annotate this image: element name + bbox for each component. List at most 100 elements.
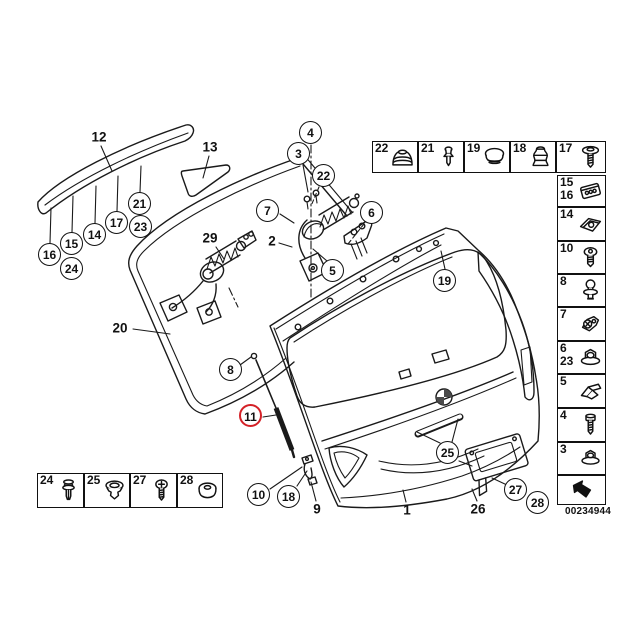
part-box-label: 23 xyxy=(560,354,574,368)
callout-22[interactable]: 22 xyxy=(312,164,335,187)
part-box-label: 3 xyxy=(560,442,567,456)
callout-10[interactable]: 10 xyxy=(247,483,270,506)
license-plate-bracket xyxy=(464,433,529,497)
part-box-label: 27 xyxy=(133,473,147,487)
expand-nut-icon xyxy=(101,477,128,504)
part-box-label: 8 xyxy=(560,274,567,288)
callout-14[interactable]: 14 xyxy=(83,223,106,246)
callout-21[interactable]: 21 xyxy=(128,192,151,215)
part-box-label: 22 xyxy=(375,141,389,155)
bracket-icon xyxy=(577,311,604,338)
spoiler-shape xyxy=(37,124,195,215)
clip-nut-icon xyxy=(577,211,604,238)
part-label-26: 26 xyxy=(470,501,486,517)
rear-window-aperture xyxy=(286,249,507,408)
callout-23[interactable]: 23 xyxy=(129,215,152,238)
bmw-roundel xyxy=(435,388,453,406)
part-box-label: 14 xyxy=(560,207,574,221)
callout-6[interactable]: 6 xyxy=(360,201,383,224)
part-label-13: 13 xyxy=(202,139,218,155)
part-box-3[interactable]: 3 xyxy=(557,442,606,475)
nav-arrow-box[interactable] xyxy=(557,475,606,505)
part-box-label: 5 xyxy=(560,374,567,388)
nut-washer-icon xyxy=(577,445,604,472)
part-box-14[interactable]: 14 xyxy=(557,207,606,241)
part-box-label: 17 xyxy=(559,141,573,155)
spring-clip-icon xyxy=(577,378,604,405)
part-label-20: 20 xyxy=(112,320,128,336)
flange-nut-icon xyxy=(577,344,604,371)
part-box-label: 18 xyxy=(513,141,527,155)
callout-24[interactable]: 24 xyxy=(60,257,83,280)
hook-item xyxy=(301,454,318,486)
part-box-label: 6 xyxy=(560,341,567,355)
part-box-19[interactable]: 19 xyxy=(464,141,510,173)
part-box-label: 15 xyxy=(560,175,574,189)
callout-16[interactable]: 16 xyxy=(38,243,61,266)
callout-5[interactable]: 5 xyxy=(321,259,344,282)
callout-4[interactable]: 4 xyxy=(299,121,322,144)
callout-28[interactable]: 28 xyxy=(526,491,549,514)
part-box-10[interactable]: 10 xyxy=(557,241,606,274)
buffer-ribbed-icon xyxy=(527,144,554,171)
part-box-18[interactable]: 18 xyxy=(510,141,556,173)
part-box-17[interactable]: 17 xyxy=(556,141,606,173)
part-box-label: 21 xyxy=(421,141,435,155)
part-box-label: 16 xyxy=(560,188,574,202)
part-box-label: 19 xyxy=(467,141,481,155)
part-box-4[interactable]: 4 xyxy=(557,408,606,442)
part-box-21[interactable]: 21 xyxy=(418,141,464,173)
callout-17[interactable]: 17 xyxy=(105,211,128,234)
left-hinge xyxy=(159,230,257,325)
screw-pan-icon xyxy=(577,244,604,271)
screw-washer-icon xyxy=(577,144,604,171)
callout-18[interactable]: 18 xyxy=(277,485,300,508)
taillight-cutout xyxy=(328,445,368,488)
drawing-number: 00234944 xyxy=(564,506,612,517)
part-box-label: 10 xyxy=(560,241,574,255)
part-box-7[interactable]: 7 xyxy=(557,307,606,341)
plug-icon xyxy=(481,144,508,171)
callout-3[interactable]: 3 xyxy=(287,142,310,165)
part-box-5[interactable]: 5 xyxy=(557,374,606,408)
part-box-label: 28 xyxy=(180,473,194,487)
part-box-label: 4 xyxy=(560,408,567,422)
part-label-1: 1 xyxy=(403,502,411,518)
cage-nut-icon xyxy=(577,178,604,205)
buffer-dome-icon xyxy=(389,144,416,171)
screw-cheese-icon xyxy=(577,412,604,439)
part-box-27[interactable]: 27 xyxy=(130,473,177,508)
part-box-label: 24 xyxy=(40,473,54,487)
part-box-22[interactable]: 22 xyxy=(372,141,418,173)
grommet-icon xyxy=(194,477,221,504)
leader-lines xyxy=(49,145,508,503)
part-box-8[interactable]: 8 xyxy=(557,274,606,307)
part-box-24[interactable]: 24 xyxy=(37,473,84,508)
ball-stud-icon xyxy=(577,277,604,304)
arrow-icon xyxy=(561,478,603,502)
part-box-25[interactable]: 25 xyxy=(84,473,130,508)
callout-7[interactable]: 7 xyxy=(256,199,279,222)
gas-strut xyxy=(250,352,296,459)
trim-strip-shape xyxy=(180,164,231,198)
expand-rivet-icon xyxy=(55,477,82,504)
part-label-9: 9 xyxy=(313,501,321,517)
callout-11[interactable]: 11 xyxy=(239,404,262,427)
callout-27[interactable]: 27 xyxy=(504,478,527,501)
callout-25[interactable]: 25 xyxy=(436,441,459,464)
part-box-28[interactable]: 28 xyxy=(177,473,223,508)
part-box-label: 25 xyxy=(87,473,101,487)
part-box-label: 7 xyxy=(560,307,567,321)
screw-phillips-icon xyxy=(148,477,175,504)
callout-15[interactable]: 15 xyxy=(60,232,83,255)
callout-19[interactable]: 19 xyxy=(433,269,456,292)
tailgate-panel xyxy=(269,227,541,509)
rivet-icon xyxy=(435,144,462,171)
part-label-12: 12 xyxy=(91,129,107,145)
part-label-29: 29 xyxy=(202,230,218,246)
callout-8[interactable]: 8 xyxy=(219,358,242,381)
